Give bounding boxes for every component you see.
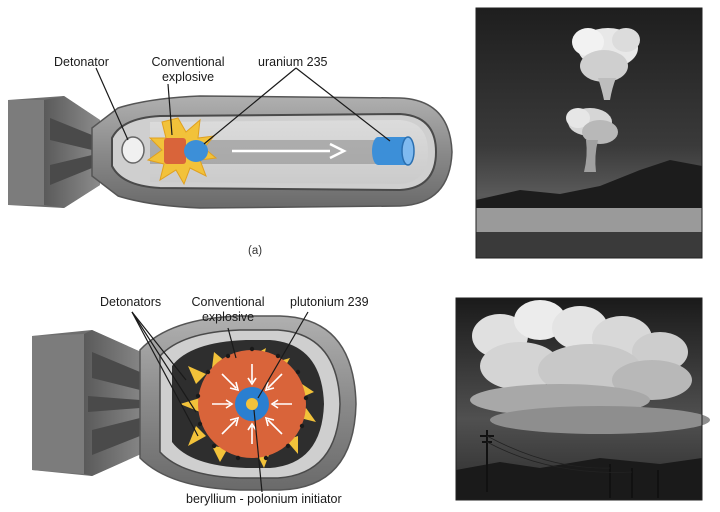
panel-caption-a: (a) bbox=[248, 245, 263, 257]
initiator-core bbox=[246, 398, 258, 410]
mountain-range bbox=[476, 160, 702, 210]
label-conventional-explosive-a: Conventional explosive bbox=[151, 55, 225, 84]
cloud-mass bbox=[470, 300, 710, 434]
leader-lines-b bbox=[131, 311, 309, 493]
power-lines bbox=[486, 435, 633, 473]
label-detonator: Detonator bbox=[54, 55, 109, 69]
conventional-explosive-block bbox=[164, 138, 186, 164]
label-plutonium-239: plutonium 239 bbox=[290, 295, 369, 309]
label-uranium-235: uranium 235 bbox=[258, 55, 328, 69]
foreground-hills bbox=[456, 458, 702, 500]
label-detonators: Detonators bbox=[100, 295, 162, 309]
bay-water bbox=[476, 208, 702, 234]
tail-fins bbox=[8, 96, 100, 208]
leader-lines-a bbox=[95, 67, 391, 145]
label-initiator: beryllium - polonium initiator bbox=[186, 492, 342, 506]
detonator-shape bbox=[121, 136, 145, 164]
uranium-target bbox=[372, 136, 415, 166]
upper-cloud bbox=[572, 28, 640, 100]
lower-cloud bbox=[566, 108, 618, 172]
shoreline bbox=[476, 232, 702, 258]
label-conventional-explosive-b: Conventional explosive bbox=[191, 295, 265, 324]
implosion-bomb-diagram bbox=[32, 311, 357, 493]
hiroshima-cloud-photo bbox=[475, 7, 703, 259]
projectile-arrow bbox=[232, 142, 347, 160]
implosion-arrows bbox=[212, 364, 292, 444]
tail-fins-b bbox=[32, 330, 150, 476]
gun-type-bomb-diagram bbox=[8, 67, 453, 209]
nagasaki-cloud-photo bbox=[455, 297, 710, 501]
uranium-bullet bbox=[184, 140, 208, 162]
detonator-nubs bbox=[195, 346, 309, 461]
